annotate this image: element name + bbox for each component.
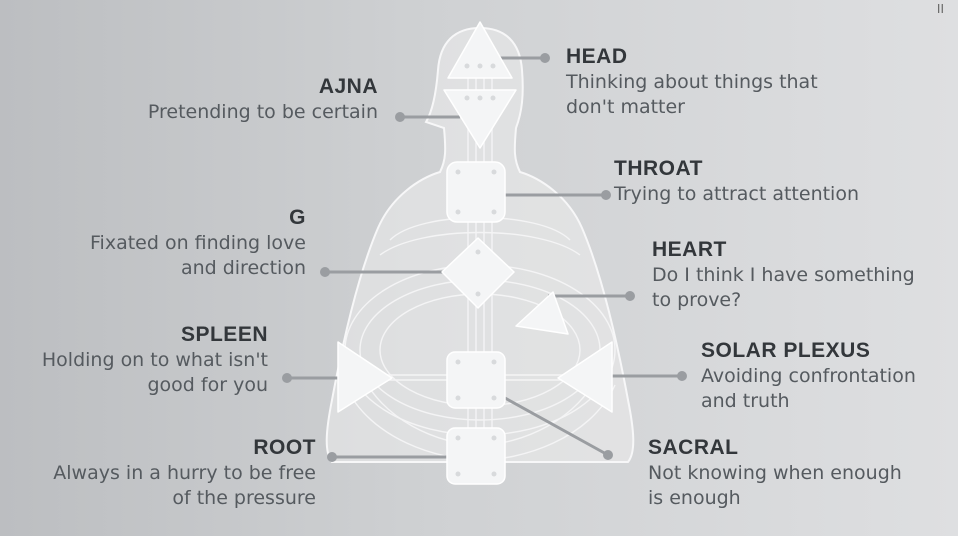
gate-dots bbox=[455, 63, 497, 477]
spleen-label: SPLEEN Holding on to what isn't good for… bbox=[42, 322, 268, 398]
sacral-center-shape bbox=[446, 351, 506, 409]
solar-plexus-desc-line1: Avoiding confrontation bbox=[701, 365, 916, 387]
heart-title: HEART bbox=[652, 238, 727, 261]
solar-plexus-title: SOLAR PLEXUS bbox=[701, 339, 871, 362]
root-desc-line1: Always in a hurry to be free bbox=[53, 462, 316, 484]
ajna-desc-line1: Pretending to be certain bbox=[147, 101, 378, 123]
corner-mark: II bbox=[936, 2, 944, 16]
g-title: G bbox=[289, 206, 306, 229]
heart-center-shape bbox=[515, 291, 569, 335]
sacral-title: SACRAL bbox=[648, 436, 739, 459]
throat-label: THROAT Trying to attract attention bbox=[614, 156, 859, 207]
sacral-desc-line1: Not knowing when enough bbox=[648, 462, 902, 484]
solar-plexus-center-shape bbox=[557, 341, 613, 413]
g-center-shape bbox=[441, 237, 515, 309]
solar-plexus-label: SOLAR PLEXUS Avoiding confrontation and … bbox=[701, 338, 916, 414]
head-center-shape bbox=[447, 21, 513, 79]
heart-label: HEART Do I think I have something to pro… bbox=[652, 237, 915, 313]
ajna-label: AJNA Pretending to be certain bbox=[148, 74, 378, 125]
g-desc-line1: Fixated on finding love bbox=[90, 232, 306, 254]
heart-desc-line2: to prove? bbox=[652, 289, 742, 311]
sacral-label: SACRAL Not knowing when enough is enough bbox=[648, 435, 902, 511]
throat-desc-line1: Trying to attract attention bbox=[614, 183, 860, 205]
sacral-desc-line2: is enough bbox=[648, 487, 741, 509]
spleen-title: SPLEEN bbox=[180, 323, 268, 346]
spleen-desc-line2: good for you bbox=[147, 374, 269, 396]
throat-center-shape bbox=[446, 161, 506, 223]
head-desc-line1: Thinking about things that bbox=[566, 71, 818, 93]
ajna-title: AJNA bbox=[318, 75, 378, 98]
root-center-shape bbox=[446, 427, 506, 485]
throat-title: THROAT bbox=[614, 157, 703, 180]
ajna-center-shape bbox=[443, 89, 517, 149]
root-label: ROOT Always in a hurry to be free of the… bbox=[53, 435, 316, 511]
head-desc-line2: don't matter bbox=[566, 96, 685, 118]
heart-desc-line1: Do I think I have something bbox=[652, 264, 915, 286]
spleen-center-shape bbox=[337, 341, 393, 413]
g-desc-line2: and direction bbox=[180, 257, 306, 279]
root-desc-line2: of the pressure bbox=[172, 487, 316, 509]
root-title: ROOT bbox=[253, 436, 316, 459]
head-label: HEAD Thinking about things that don't ma… bbox=[566, 44, 818, 120]
solar-plexus-desc-line2: and truth bbox=[701, 390, 790, 412]
spleen-desc-line1: Holding on to what isn't bbox=[41, 349, 268, 371]
connector-lines bbox=[282, 53, 687, 462]
head-title: HEAD bbox=[566, 45, 628, 68]
g-label: G Fixated on finding love and direction bbox=[90, 205, 306, 281]
